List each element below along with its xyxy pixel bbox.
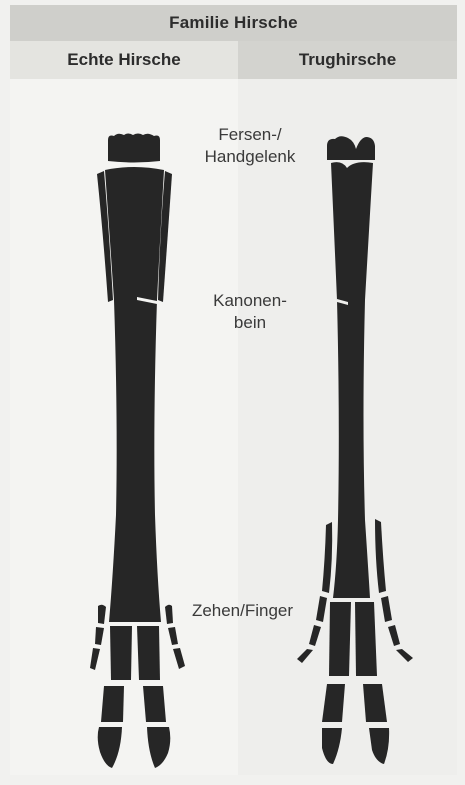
right-toe2-hoof bbox=[369, 728, 389, 764]
cannon-label-line1: Kanonen- bbox=[180, 290, 320, 312]
left-dewclaw-inner-lower bbox=[173, 648, 185, 669]
toes-label: Zehen/Finger bbox=[170, 600, 315, 622]
cannon-label-line2: bein bbox=[180, 312, 320, 334]
left-dewclaw-outer-upper bbox=[98, 605, 106, 624]
right-dewclaw-inner-upper bbox=[381, 596, 392, 622]
left-dewclaw-inner-mid bbox=[168, 627, 178, 645]
left-toe1-phalanx1 bbox=[110, 626, 132, 680]
echte-hirsche-skeleton bbox=[90, 134, 185, 769]
right-toe2-phalanx2 bbox=[363, 684, 387, 722]
cannon-bone-label: Kanonen- bein bbox=[180, 290, 320, 334]
right-dewclaw-outer-mid bbox=[309, 625, 321, 646]
ankle-label-line2: Handgelenk bbox=[180, 146, 320, 168]
right-dewclaw-inner-mid bbox=[388, 625, 400, 646]
ankle-label-line1: Fersen-/ bbox=[180, 124, 320, 146]
right-side-bone-outer bbox=[322, 522, 332, 593]
right-toe1-phalanx2 bbox=[322, 684, 345, 722]
left-dewclaw-outer-mid bbox=[95, 627, 104, 645]
right-toe2-phalanx1 bbox=[355, 602, 377, 676]
trughirsche-skeleton bbox=[297, 136, 413, 764]
left-toe1-phalanx2 bbox=[101, 686, 124, 722]
ankle-label: Fersen-/ Handgelenk bbox=[180, 124, 320, 168]
left-ankle-bone bbox=[108, 134, 160, 163]
right-side-bone-inner bbox=[375, 519, 386, 593]
left-toe2-phalanx2 bbox=[143, 686, 166, 722]
left-toe2-hoof bbox=[147, 727, 170, 768]
right-toe1-hoof bbox=[322, 728, 342, 764]
left-toe1-hoof bbox=[98, 727, 122, 768]
right-ankle-bone bbox=[327, 136, 375, 160]
right-cannon-bone bbox=[331, 162, 373, 598]
left-toe2-phalanx1 bbox=[137, 626, 160, 680]
right-toe1-phalanx1 bbox=[329, 602, 351, 676]
right-dewclaw-outer-upper bbox=[316, 596, 327, 622]
left-dewclaw-outer-lower bbox=[90, 648, 100, 670]
right-dewclaw-outer-lower bbox=[297, 649, 313, 663]
right-dewclaw-inner-lower bbox=[396, 649, 413, 662]
left-cannon-bone bbox=[105, 167, 164, 622]
